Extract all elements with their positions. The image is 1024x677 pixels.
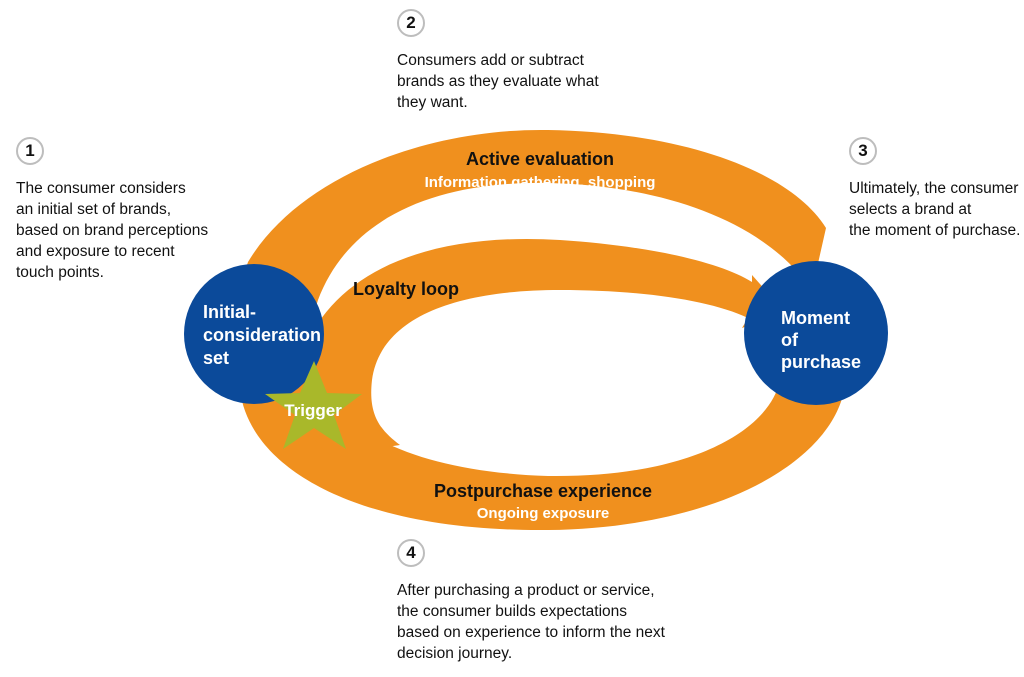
initial-node-line2: consideration	[203, 325, 321, 345]
postpurchase-subtitle: Ongoing exposure	[477, 505, 610, 522]
moment-of-purchase-node	[744, 261, 888, 405]
step-number-badge: 2	[397, 9, 425, 37]
step-number-badge: 3	[849, 137, 877, 165]
loyalty-loop-band	[297, 238, 785, 455]
initial-node-line1: Initial-	[203, 302, 256, 322]
active-evaluation-title: Active evaluation	[466, 149, 614, 169]
initial-node-line3: set	[203, 348, 229, 368]
callout-4-text: After purchasing a product or service, t…	[397, 582, 665, 662]
trigger-star-icon	[265, 361, 362, 449]
step-number-badge: 4	[397, 539, 425, 567]
loyalty-loop-title: Loyalty loop	[353, 279, 459, 299]
svg-text:Moment of purchase: Moment of purchase	[781, 308, 861, 372]
purchase-node-line1: Moment	[781, 308, 850, 328]
callout-2-text: Consumers add or subtract brands as they…	[397, 52, 599, 111]
postpurchase-title: Postpurchase experience	[434, 481, 652, 501]
purchase-node-line3: purchase	[781, 352, 861, 372]
active-evaluation-subtitle: Information gathering, shopping	[425, 174, 656, 191]
callout-3-text: Ultimately, the consumer selects a brand…	[849, 180, 1021, 239]
svg-text:Initial- consideration: Initial- consideration set	[203, 302, 326, 368]
step-number-badge: 1	[16, 137, 44, 165]
callout-1-text: The consumer considers an initial set of…	[16, 180, 209, 281]
initial-consideration-node	[184, 264, 324, 404]
trigger-label: Trigger	[284, 401, 342, 420]
purchase-node-line2: of	[781, 330, 799, 350]
